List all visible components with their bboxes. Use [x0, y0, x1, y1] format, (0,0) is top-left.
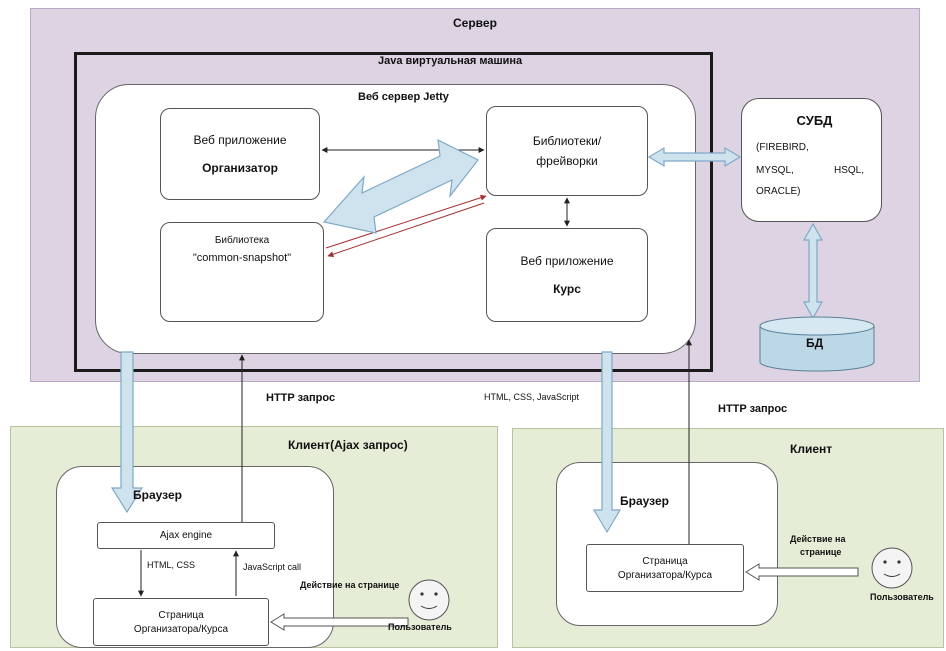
browser-ajax-label: Браузер [133, 488, 182, 502]
dbms-title: СУБД [796, 113, 833, 128]
block-arrow-dbms [647, 146, 742, 168]
common-snapshot-line2: "common-snapshot" [192, 252, 292, 264]
page-ajax-line2: Организатора/Курса [133, 623, 229, 635]
course-app-box: Веб приложение Курс [486, 228, 648, 322]
user-icon-ajax [408, 579, 450, 621]
libraries-box: Библиотеки/ фрейворки [486, 106, 648, 196]
http-request-right: HTTP запрос [718, 403, 788, 415]
server-label: Сервер [453, 16, 497, 30]
jetty-label: Веб сервер Jetty [358, 91, 449, 103]
client-title: Клиент [790, 442, 833, 456]
block-arrow-diagonal [322, 138, 479, 234]
dbms-box: СУБД (FIREBIRD, MYSQL, HSQL, ORACLE) [741, 98, 882, 222]
dbms-line2a: MYSQL, [756, 165, 794, 176]
block-arrow-response [592, 351, 622, 534]
libraries-line2: фрейворки [536, 154, 598, 168]
js-call-label: JavaScript call [243, 562, 302, 572]
course-app-line1: Веб приложение [520, 254, 614, 268]
html-css-label: HTML, CSS [147, 560, 196, 570]
organizer-app-box: Веб приложение Организатор [160, 108, 320, 200]
action-line2: странице [800, 547, 842, 557]
user-ajax-label: Пользователь [388, 622, 452, 632]
block-arrow-db [802, 222, 824, 320]
html-css-js-label: HTML, CSS, JavaScript [484, 392, 580, 402]
jvm-label: Java виртуальная машина [378, 55, 523, 67]
common-snapshot-line1: Библиотека [214, 235, 270, 246]
organizer-app-line2: Организатор [202, 161, 278, 175]
action-ajax-label: Действие на странице [300, 580, 400, 590]
client-ajax-title: Клиент(Ajax запрос) [288, 438, 408, 452]
dbms-line2b: HSQL, [833, 165, 864, 176]
arrow-red-2 [327, 202, 485, 258]
page-box: Страница Организатора/Курса [586, 544, 744, 592]
common-snapshot-box: Библиотека "common-snapshot" [160, 222, 324, 322]
course-app-line2: Курс [553, 282, 581, 296]
page-ajax-box: Страница Организатора/Курса [93, 598, 269, 646]
user-icon [871, 547, 913, 589]
db-cylinder [759, 316, 875, 372]
action-line1: Действие на [790, 534, 846, 544]
dbms-line3: ORACLE) [756, 186, 801, 197]
ajax-engine-box: Ajax engine [97, 522, 275, 549]
page-line1: Страница [642, 555, 688, 567]
hollow-arrow-user [745, 563, 859, 581]
arrow-red-1 [325, 194, 487, 249]
http-request-left: HTTP запрос [266, 392, 336, 404]
hollow-arrow-user-ajax [270, 613, 409, 631]
libraries-line1: Библиотеки/ [532, 134, 602, 148]
browser-label: Браузер [620, 494, 669, 508]
jvm-frame [74, 52, 713, 372]
db-label: БД [806, 336, 824, 350]
page-ajax-line1: Страница [158, 609, 204, 621]
block-arrow-response-ajax [110, 351, 144, 514]
dbms-line1: (FIREBIRD, [756, 142, 809, 153]
ajax-engine-label: Ajax engine [159, 530, 213, 541]
page-line2: Организатора/Курса [617, 569, 713, 581]
organizer-app-line1: Веб приложение [193, 133, 287, 147]
user-label: Пользователь [870, 592, 934, 602]
